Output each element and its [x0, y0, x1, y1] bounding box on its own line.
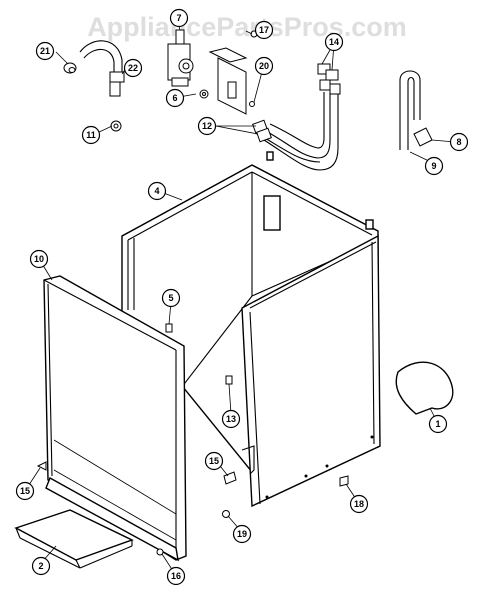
callout-18: 18	[349, 494, 369, 514]
svg-text:18: 18	[354, 499, 364, 509]
callout-17: 17	[254, 20, 274, 40]
svg-text:17: 17	[259, 25, 269, 35]
callout-13: 13	[221, 409, 241, 429]
callout-1: 1	[428, 414, 448, 434]
svg-text:15: 15	[209, 456, 219, 466]
callout-15-right: 15	[204, 451, 224, 471]
callout-10: 10	[29, 249, 49, 269]
callout-14: 14	[324, 32, 344, 52]
callout-15-left: 15	[15, 481, 35, 501]
svg-text:2: 2	[38, 561, 43, 571]
svg-text:5: 5	[168, 293, 173, 303]
callout-2: 2	[31, 556, 51, 576]
svg-text:22: 22	[128, 63, 138, 73]
svg-text:6: 6	[172, 93, 177, 103]
callout-11: 11	[81, 125, 101, 145]
fill-hoses	[252, 63, 341, 171]
callout-9: 9	[424, 156, 444, 176]
drain-hose	[399, 70, 433, 150]
svg-text:1: 1	[435, 419, 440, 429]
gasket-part	[395, 361, 454, 415]
callout-20: 20	[254, 56, 274, 76]
svg-text:11: 11	[86, 130, 96, 140]
svg-text:10: 10	[34, 254, 44, 264]
callout-12: 12	[197, 116, 217, 136]
callout-21: 21	[35, 41, 55, 61]
svg-text:8: 8	[456, 137, 461, 147]
svg-text:4: 4	[154, 186, 159, 196]
inlet-hose	[63, 40, 125, 97]
water-valve	[167, 29, 194, 87]
svg-text:15: 15	[20, 486, 30, 496]
svg-text:13: 13	[226, 414, 236, 424]
svg-text:7: 7	[176, 13, 181, 23]
front-panel	[43, 275, 187, 562]
watermark: AppliancePartsPros.com	[87, 12, 407, 42]
svg-text:20: 20	[259, 61, 269, 71]
callout-4: 4	[147, 181, 167, 201]
small-hardware	[36, 30, 349, 556]
callout-22: 22	[123, 58, 143, 78]
callout-7: 7	[169, 8, 189, 28]
callout-6: 6	[165, 88, 185, 108]
callout-19: 19	[232, 524, 252, 544]
svg-text:14: 14	[329, 37, 339, 47]
right-side-panel	[241, 234, 381, 508]
callout-5: 5	[161, 288, 181, 308]
svg-text:12: 12	[202, 121, 212, 131]
callout-8: 8	[449, 132, 469, 152]
svg-text:16: 16	[171, 571, 181, 581]
svg-text:21: 21	[40, 46, 50, 56]
valve-bracket	[208, 47, 248, 115]
callout-16: 16	[166, 566, 186, 586]
svg-text:9: 9	[431, 161, 436, 171]
svg-text:19: 19	[237, 529, 247, 539]
